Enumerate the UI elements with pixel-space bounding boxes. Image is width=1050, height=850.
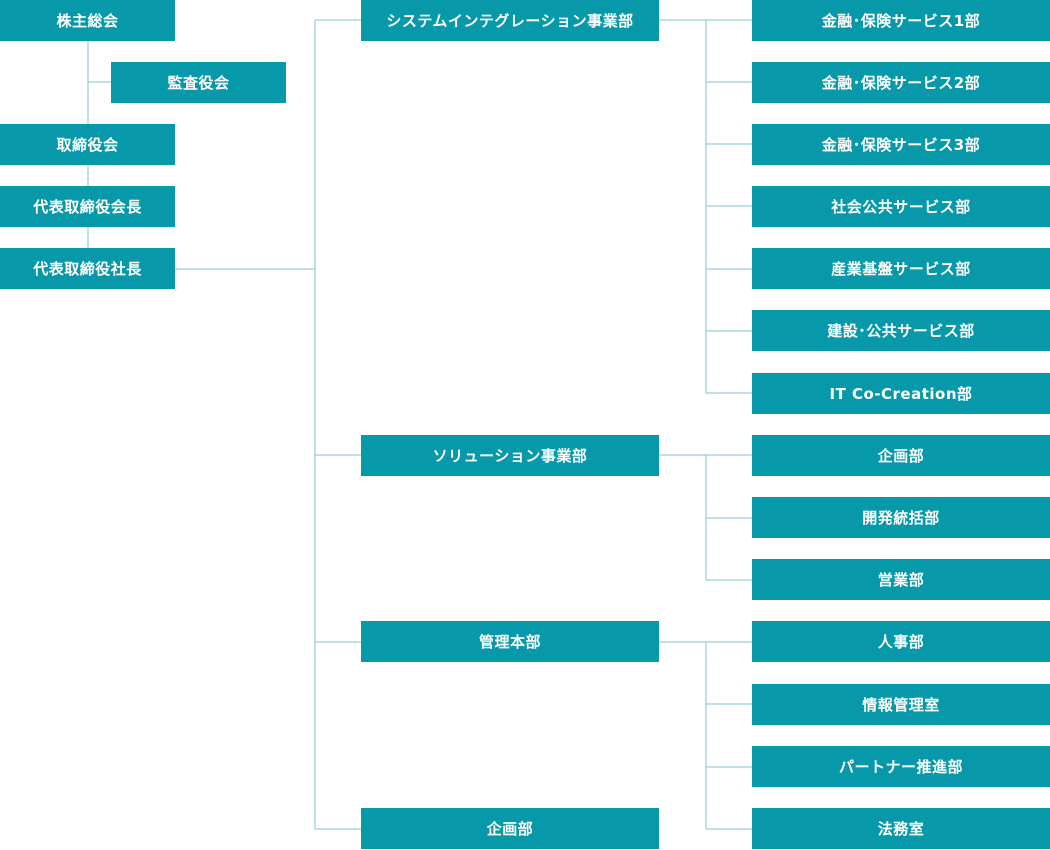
dept-finance-insurance-1: 金融･保険サービス1部 <box>752 0 1050 41</box>
dept-finance-insurance-2: 金融･保険サービス2部 <box>752 62 1050 103</box>
dept-legal: 法務室 <box>752 808 1050 849</box>
dept-development: 開発統括部 <box>752 497 1050 538</box>
dept-human-resources: 人事部 <box>752 621 1050 662</box>
division-solution: ソリューション事業部 <box>361 435 659 476</box>
division-planning: 企画部 <box>361 808 659 849</box>
division-administration: 管理本部 <box>361 621 659 662</box>
dept-partner-promotion: パートナー推進部 <box>752 746 1050 787</box>
dept-finance-insurance-3: 金融･保険サービス3部 <box>752 124 1050 165</box>
dept-social-public: 社会公共サービス部 <box>752 186 1050 227</box>
chairman-box: 代表取締役会長 <box>0 186 175 227</box>
board-of-directors-box: 取締役会 <box>0 124 175 165</box>
dept-it-co-creation: IT Co-Creation部 <box>752 373 1050 414</box>
audit-board-box: 監査役会 <box>111 62 286 103</box>
president-box: 代表取締役社長 <box>0 248 175 289</box>
division-system-integration: システムインテグレーション事業部 <box>361 0 659 41</box>
dept-information-management: 情報管理室 <box>752 684 1050 725</box>
shareholders-meeting-box: 株主総会 <box>0 0 175 41</box>
dept-planning: 企画部 <box>752 435 1050 476</box>
dept-construction-public: 建設･公共サービス部 <box>752 310 1050 351</box>
dept-industrial-infrastructure: 産業基盤サービス部 <box>752 248 1050 289</box>
dept-sales: 営業部 <box>752 559 1050 600</box>
